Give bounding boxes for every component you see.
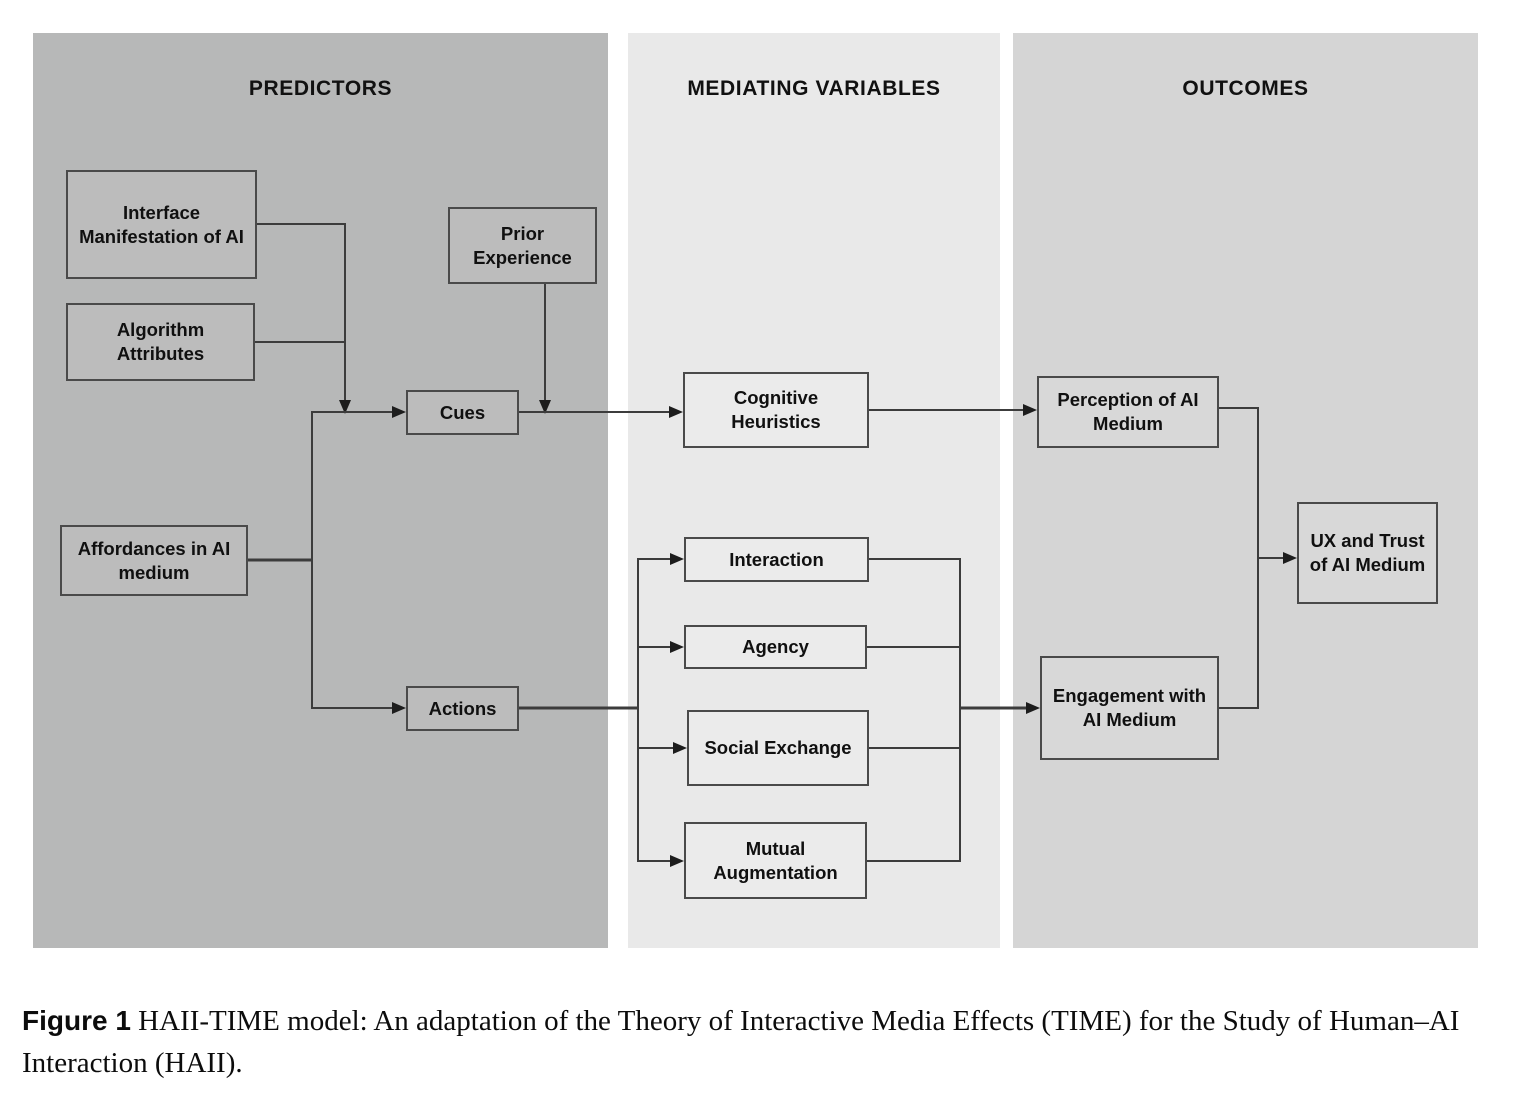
node-interface-manifestation-of-ai[interactable]: Interface Manifestation of AI bbox=[66, 170, 257, 279]
column-mediating-variables: MEDIATING VARIABLES bbox=[628, 33, 1000, 948]
node-algorithm-attributes[interactable]: Algorithm Attributes bbox=[66, 303, 255, 381]
node-interaction[interactable]: Interaction bbox=[684, 537, 869, 582]
figure-caption-text: HAII-TIME model: An adaptation of the Th… bbox=[22, 1005, 1460, 1080]
figure-caption: Figure 1 HAII-TIME model: An adaptation … bbox=[22, 1000, 1500, 1084]
column-outcomes: OUTCOMES bbox=[1013, 33, 1478, 948]
node-ux-and-trust-of-ai-medium[interactable]: UX and Trust of AI Medium bbox=[1297, 502, 1438, 604]
node-prior-experience[interactable]: Prior Experience bbox=[448, 207, 597, 284]
node-cues[interactable]: Cues bbox=[406, 390, 519, 435]
node-cognitive-heuristics[interactable]: Cognitive Heuristics bbox=[683, 372, 869, 448]
node-agency[interactable]: Agency bbox=[684, 625, 867, 669]
column-title-mediating-variables: MEDIATING VARIABLES bbox=[687, 77, 941, 100]
node-perception-of-ai-medium[interactable]: Perception of AI Medium bbox=[1037, 376, 1219, 448]
column-title-outcomes: OUTCOMES bbox=[1182, 77, 1309, 100]
column-title-predictors: PREDICTORS bbox=[248, 77, 393, 100]
node-engagement-with-ai-medium[interactable]: Engagement with AI Medium bbox=[1040, 656, 1219, 760]
node-mutual-augmentation[interactable]: Mutual Augmentation bbox=[684, 822, 867, 899]
node-affordances-in-ai-medium[interactable]: Affordances in AI medium bbox=[60, 525, 248, 596]
node-social-exchange[interactable]: Social Exchange bbox=[687, 710, 869, 786]
figure-caption-label: Figure 1 bbox=[22, 1005, 131, 1036]
node-actions[interactable]: Actions bbox=[406, 686, 519, 731]
